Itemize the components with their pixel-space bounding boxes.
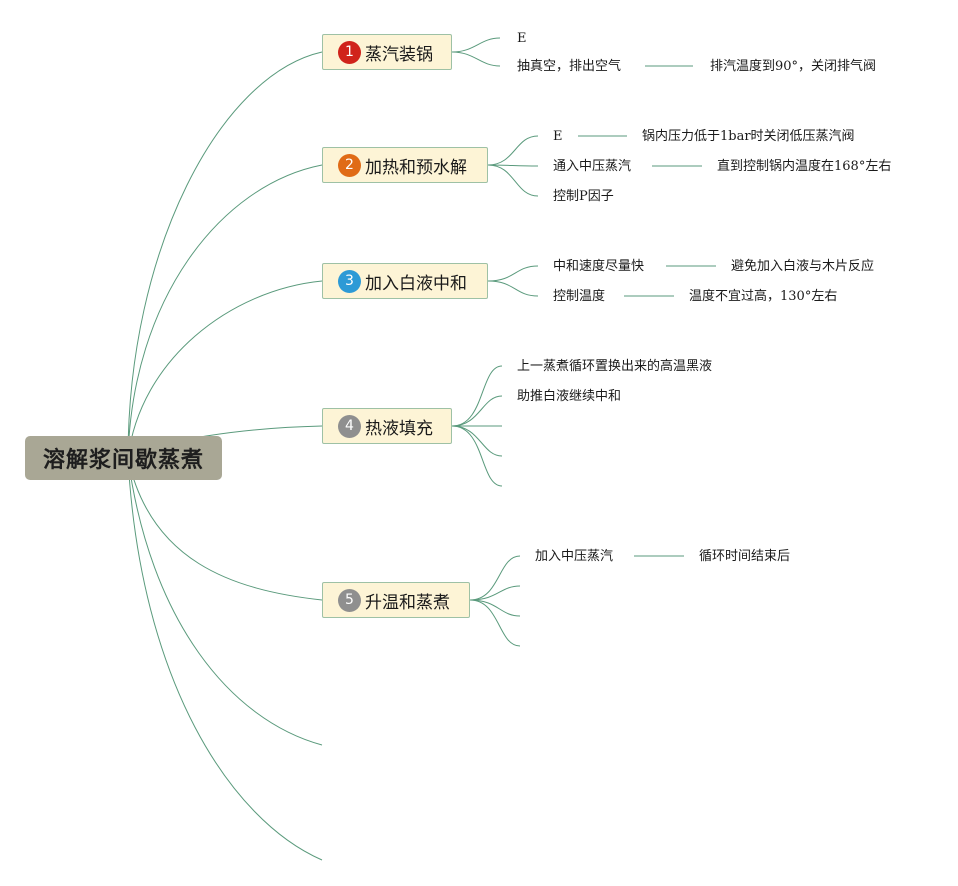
link-root-topic-5 [127, 457, 323, 601]
link-t4-c1 [451, 365, 503, 427]
number-2-icon: 2 [338, 153, 361, 177]
link-t5-c2 [469, 585, 521, 601]
link-t5-c4 [469, 599, 521, 647]
topic-4-child-1[interactable]: 上一蒸煮循环置换出来的高温黑液 [517, 359, 713, 374]
link-t1-c2 [451, 51, 501, 67]
topic-1-label: 蒸汽装锅 [365, 44, 433, 65]
topic-1-child-1[interactable]: E [517, 31, 527, 46]
link-t4-c2 [451, 395, 503, 427]
topic-5[interactable]: 5 升温和蒸煮 [322, 582, 470, 618]
topic-2-child-2[interactable]: 通入中压蒸汽 [553, 159, 632, 174]
topic-2-child-1[interactable]: E [553, 129, 563, 144]
number-3-icon: 3 [338, 269, 361, 293]
topic-3-grandchild-1[interactable]: 避免加入白液与木片反应 [731, 259, 875, 274]
topic-3-child-1[interactable]: 中和速度尽量快 [553, 259, 645, 274]
link-root-empty-1 [127, 457, 323, 746]
topic-4[interactable]: 4 热液填充 [322, 408, 452, 444]
link-t5-c1 [469, 555, 521, 601]
link-root-topic-1 [127, 51, 323, 459]
number-1-icon: 1 [338, 40, 361, 64]
topic-5-child-1[interactable]: 加入中压蒸汽 [535, 549, 614, 564]
topic-2-child-3[interactable]: 控制P因子 [553, 189, 614, 204]
link-t1-c1 [451, 37, 501, 53]
topic-2-grandchild-2[interactable]: 直到控制锅内温度在168°左右 [717, 159, 892, 174]
topic-1[interactable]: 1 蒸汽装锅 [322, 34, 452, 70]
link-root-topic-3 [127, 280, 323, 459]
link-t4-c5 [451, 425, 503, 487]
topic-3-grandchild-2[interactable]: 温度不宜过高，130°左右 [689, 289, 838, 304]
topic-3[interactable]: 3 加入白液中和 [322, 263, 488, 299]
number-4-icon: 4 [338, 414, 361, 438]
topic-2[interactable]: 2 加热和预水解 [322, 147, 488, 183]
topic-5-label: 升温和蒸煮 [365, 592, 450, 613]
topic-1-grandchild-1[interactable]: 排汽温度到90°，关闭排气阀 [710, 59, 877, 74]
link-root-empty-2 [127, 457, 323, 861]
link-t2-c3 [487, 164, 539, 197]
link-t3-c2 [487, 280, 539, 297]
number-5-icon: 5 [338, 588, 361, 612]
topic-4-child-2[interactable]: 助推白液继续中和 [517, 389, 622, 404]
link-t4-c4 [451, 425, 503, 457]
link-t5-c3 [469, 599, 521, 617]
link-t2-c1 [487, 135, 539, 166]
topic-3-child-2[interactable]: 控制温度 [553, 289, 606, 304]
topic-5-grandchild-1[interactable]: 循环时间结束后 [699, 549, 791, 564]
topic-4-label: 热液填充 [365, 418, 433, 439]
topic-3-label: 加入白液中和 [365, 273, 467, 294]
root-topic[interactable]: 溶解浆间歇蒸煮 [25, 436, 222, 480]
topic-1-child-2[interactable]: 抽真空，排出空气 [517, 59, 622, 74]
link-root-topic-2 [127, 164, 323, 459]
link-t3-c1 [487, 265, 539, 282]
topic-2-grandchild-1[interactable]: 锅内压力低于1bar时关闭低压蒸汽阀 [642, 129, 855, 144]
topic-2-label: 加热和预水解 [365, 157, 467, 178]
